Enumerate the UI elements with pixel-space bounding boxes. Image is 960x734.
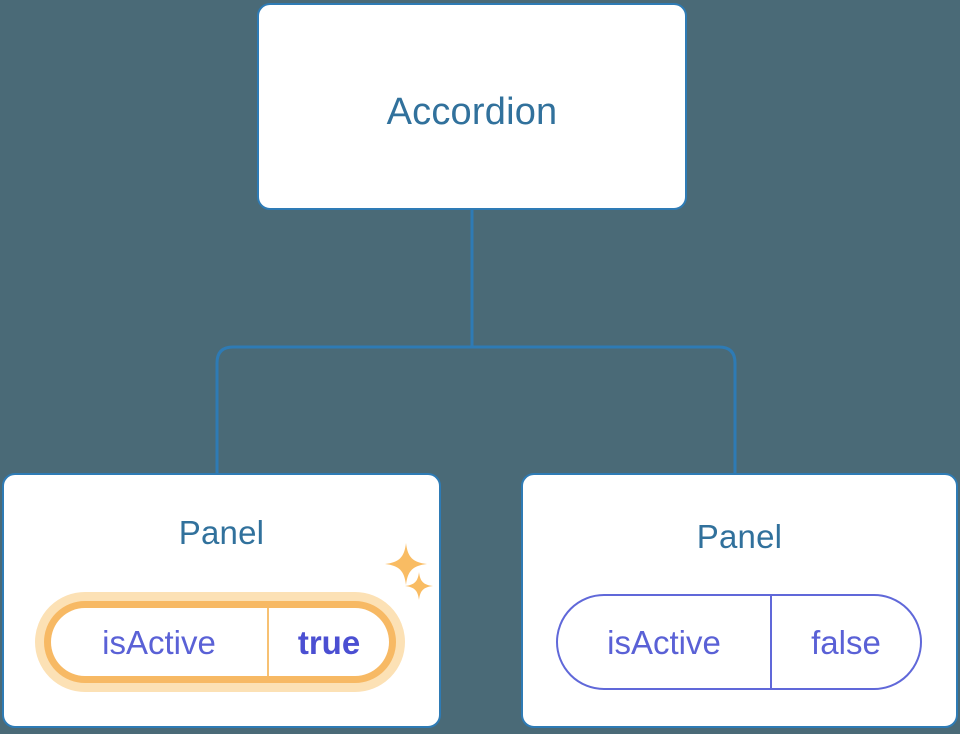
connector-branch-left [215, 345, 474, 475]
prop-divider [770, 596, 772, 688]
prop-pill-inner: isActive true [51, 608, 389, 676]
prop-divider [267, 608, 269, 676]
node-panel-left-label: Panel [178, 514, 265, 551]
prop-key: isActive [607, 623, 721, 661]
prop-key: isActive [102, 623, 216, 661]
connector-branch-right [470, 345, 737, 475]
node-accordion[interactable]: Accordion [257, 3, 687, 210]
prop-pill-isactive-false[interactable]: isActive false [556, 594, 922, 690]
node-panel-right-label: Panel [696, 518, 783, 555]
node-accordion-label: Accordion [386, 91, 558, 133]
prop-value: false [811, 623, 881, 661]
prop-value: true [297, 623, 361, 661]
prop-pill-isactive-true[interactable]: isActive true [35, 592, 405, 692]
